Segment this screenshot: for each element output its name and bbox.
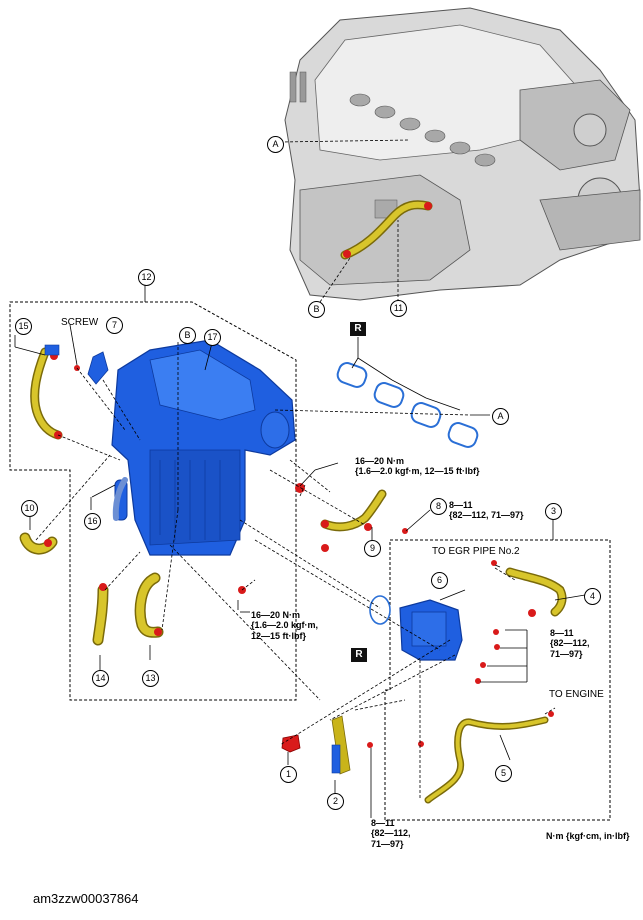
torque-text: 8—11 [371,818,395,828]
to-egr-pipe-label: TO EGR PIPE No.2 [432,546,520,557]
leader-lines [35,342,556,800]
callout-15: 15 [15,318,32,335]
torque-text: 16—20 N·m [355,456,405,466]
callout-8: 8 [430,498,447,515]
intake-manifold [111,339,296,556]
callout-3: 3 [545,503,562,520]
torque-manifold-upper: 16—20 N·m {1.6—2.0 kgf·m, 12—15 ft·lbf} [355,456,480,477]
callout-7: 7 [106,317,123,334]
torque-text: 8—11 [449,500,473,510]
torque-text: {82—112, [550,638,590,649]
callout-16: 16 [84,513,101,530]
torque-manifold-lower: 16—20 N·m {1.6—2.0 kgf·m, 12—15 ft·lbf} [251,610,318,641]
torque-text: {1.6—2.0 kgf·m, 12—15 ft·lbf} [355,466,480,477]
torque-text: {82—112, 71—97} [449,510,524,521]
torque-egr-valve: 8—11 {82—112, 71—97} [550,628,590,659]
torque-text: 8—11 [550,628,574,638]
figure-id: am3zzw00037864 [33,891,139,906]
part-1 [281,734,301,753]
callout-1: 1 [280,766,297,783]
callout-6: 6 [431,572,448,589]
part-2-bracket [331,715,351,775]
callout-5: 5 [495,765,512,782]
torque-text: 71—97} [550,648,583,659]
callout-14: 14 [92,670,109,687]
callout-11: 11 [390,300,407,317]
replace-mark-gaskets: R [350,322,366,336]
screw-label: SCREW [61,317,99,328]
torque-bracket-2: 8—11 {82—112, 71—97} [371,818,411,849]
to-engine-label: TO ENGINE [549,689,604,700]
callout-2: 2 [327,793,344,810]
callout-B-engine: B [308,301,325,318]
group-3-outline [384,539,611,821]
torque-text: 16—20 N·m [251,610,301,620]
torque-bolt-8: 8—11 {82—112, 71—97} [449,500,524,521]
torque-text: 71—97} [371,838,404,849]
callout-12: 12 [138,269,155,286]
torque-leaders [14,324,586,818]
torque-text: {1.6—2.0 kgf·m, [251,620,319,631]
callout-13: 13 [142,670,159,687]
replace-mark-oring: R [351,648,367,662]
callout-B-manifold: B [179,327,196,344]
callout-A-gasket: A [492,408,509,425]
torque-text: 12—15 ft·lbf} [251,630,307,641]
torque-text: {82—112, [371,828,411,839]
group-12-outline [9,301,297,701]
callout-17: 17 [204,329,221,346]
egr-valve [399,599,463,661]
engine-illustration [284,7,641,301]
callout-10: 10 [21,500,38,517]
callout-A-engine: A [267,136,284,153]
callout-4: 4 [584,588,601,605]
callout-9: 9 [364,540,381,557]
sensor-7 [87,351,109,385]
gaskets [336,362,479,625]
unit-note: N·m {kgf·cm, in·lbf} [546,831,630,841]
